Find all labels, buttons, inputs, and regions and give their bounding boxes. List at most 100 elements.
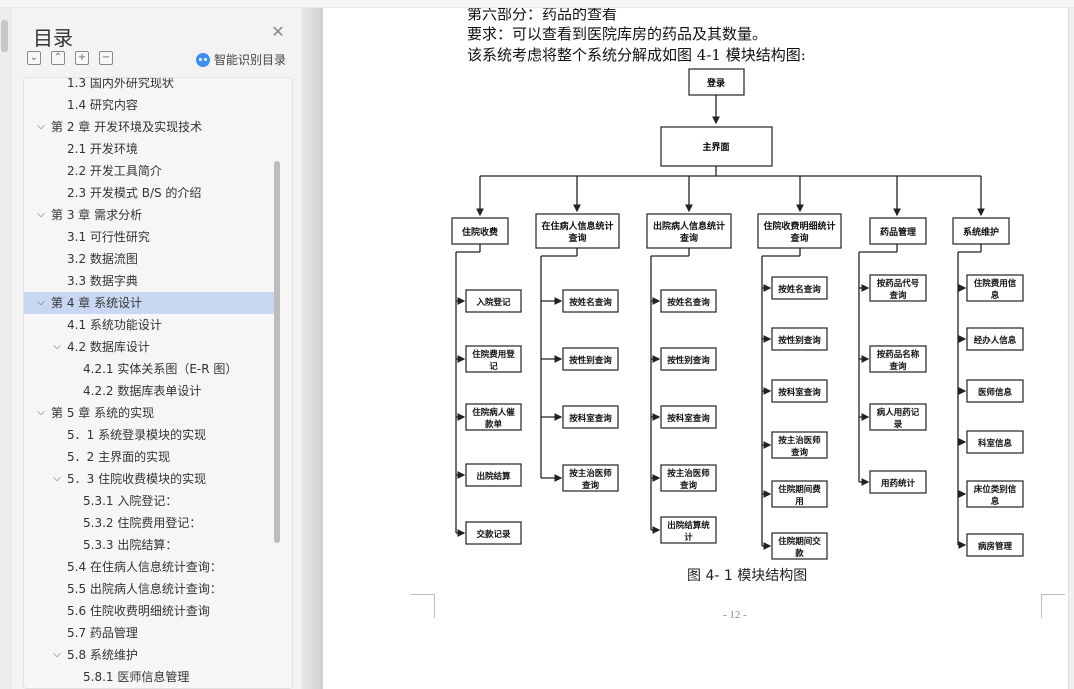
- submodule-box: [465, 289, 522, 313]
- module-structure-diagram: 登录主界面住院收费入院登记住院费用登记住院病人催款单出院结算交款记录在住病人信息…: [451, 68, 1024, 560]
- collapse-all-button[interactable]: ⌄: [27, 51, 41, 65]
- submodule-box: [660, 289, 717, 313]
- submodule-label: 按姓名查询: [569, 297, 612, 308]
- submodule-box: [771, 327, 828, 351]
- toc-item[interactable]: 2.2 开发工具简介: [24, 160, 274, 182]
- toc-item[interactable]: 3.2 数据流图: [24, 248, 274, 270]
- submodule-label: 用: [794, 497, 804, 507]
- toc-toolbar: ⌄ ⌃ +−: [27, 51, 113, 65]
- toc-item-label: 第 2 章 开发环境及实现技术: [51, 120, 203, 134]
- toc-item[interactable]: 2.3 开发模式 B/S 的介绍: [24, 182, 274, 204]
- toc-item[interactable]: ⌵第 5 章 系统的实现: [24, 402, 274, 424]
- toc-item[interactable]: 4.1 系统功能设计: [24, 314, 274, 336]
- toc-item[interactable]: 1.4 研究内容: [24, 94, 274, 116]
- submodule-label: 医师信息: [978, 387, 1013, 398]
- submodule-box: [465, 403, 522, 431]
- smart-recognize-toc-button[interactable]: 智能识别目录: [196, 51, 286, 68]
- submodule-label: 息: [991, 290, 1000, 301]
- submodule-box: [465, 521, 522, 545]
- submodule-label: 病人用药记: [877, 407, 920, 418]
- module-1-box: [535, 213, 620, 249]
- toc-item[interactable]: 5.5 出院病人信息统计查询：: [24, 578, 274, 600]
- module-4-label: 药品管理: [880, 226, 916, 238]
- toc-item[interactable]: 5.3.1 入院登记：: [24, 490, 274, 512]
- toc-item[interactable]: 4.2.1 实体关系图（E-R 图）: [24, 358, 274, 380]
- page-number: - 12 -: [723, 609, 747, 621]
- left-scrollbar-thumb[interactable]: [1, 20, 8, 52]
- toc-item-label: 4.2.2 数据库表单设计: [83, 384, 202, 398]
- toc-item[interactable]: 5.8.1 医师信息管理: [24, 666, 274, 688]
- toc-item-label: 5．3 住院收费模块的实现: [67, 472, 207, 486]
- collapse-level-button[interactable]: −: [99, 51, 113, 65]
- toc-item-label: 3.3 数据字典: [67, 274, 138, 288]
- chevron-down-icon[interactable]: ⌵: [53, 473, 61, 484]
- smart-recognize-label: 智能识别目录: [214, 53, 287, 67]
- toc-item[interactable]: ⌵5.8 系统维护: [24, 644, 274, 666]
- toc-item[interactable]: 5．1 系统登录模块的实现: [24, 424, 274, 446]
- toc-item-label: 第 3 章 需求分析: [51, 208, 143, 222]
- submodule-label: 查询: [888, 361, 907, 372]
- chevron-down-icon[interactable]: ⌵: [37, 209, 45, 220]
- submodule-label: 按性别查询: [667, 355, 710, 366]
- toc-item-label: 5.4 在住病人信息统计查询：: [67, 560, 222, 574]
- left-scrollbar[interactable]: [0, 8, 12, 689]
- expand-level-button[interactable]: +: [75, 51, 89, 65]
- chevron-down-icon[interactable]: ⌵: [53, 649, 61, 660]
- module-0-label: 住院收费: [462, 226, 498, 238]
- toc-item-label: 2.1 开发环境: [67, 142, 138, 156]
- submodule-box: [562, 464, 619, 492]
- submodule-label: 查询: [888, 290, 907, 301]
- right-scrollbar[interactable]: [1068, 8, 1074, 689]
- chevron-down-icon[interactable]: ⌵: [53, 341, 61, 352]
- toc-item[interactable]: 5.6 住院收费明细统计查询: [24, 600, 274, 622]
- submodule-label: 住院病人催: [472, 407, 515, 418]
- module-3-label: 查询: [789, 232, 808, 244]
- close-icon[interactable]: ✕: [271, 22, 285, 41]
- toc-item[interactable]: ⌵ 第 3 章 需求分析: [24, 204, 274, 226]
- toc-item[interactable]: 2.1 开发环境: [24, 138, 274, 160]
- submodule-label: 查询: [581, 480, 600, 491]
- toc-item-label: 2.3 开发模式 B/S 的介绍: [67, 186, 202, 200]
- figure-caption: 图 4- 1 模块结构图: [687, 568, 808, 584]
- main-node-label: 主界面: [702, 141, 729, 153]
- page-corner-mark: [411, 594, 435, 618]
- toc-item[interactable]: ⌵4.2 数据库设计: [24, 336, 274, 358]
- toc-item[interactable]: 5.3.2 住院费用登记：: [24, 512, 274, 534]
- toc-item[interactable]: ⌵ 5．3 住院收费模块的实现: [24, 468, 274, 490]
- submodule-label: 病房管理: [978, 541, 1013, 552]
- submodule-label: 按姓名查询: [778, 284, 821, 295]
- module-2-label: 查询: [679, 232, 698, 244]
- submodule-box: [966, 274, 1024, 302]
- toc-item-label: 1.4 研究内容: [67, 98, 138, 112]
- submodule-box: [966, 379, 1024, 403]
- toc-scrollbar-thumb[interactable]: [274, 161, 280, 543]
- toc-item[interactable]: ⌵ 第 4 章 系统设计: [24, 292, 274, 314]
- submodule-label: 住院费用登: [472, 349, 515, 360]
- toc-item[interactable]: 1.3 国内外研究现状: [24, 78, 274, 94]
- toc-item[interactable]: 3.3 数据字典: [24, 270, 274, 292]
- toc-item-label: 5.8.1 医师信息管理: [83, 670, 190, 684]
- toc-item-label: 第 4 章 系统设计: [51, 296, 143, 310]
- chevron-down-icon[interactable]: ⌵: [37, 407, 45, 418]
- toc-item[interactable]: 5.3.3 出院结算：: [24, 534, 274, 556]
- submodule-label: 住院期间交: [778, 536, 821, 547]
- toc-item[interactable]: 3.1 可行性研究: [24, 226, 274, 248]
- toc-item[interactable]: 4.2.2 数据库表单设计: [24, 380, 274, 402]
- toc-item[interactable]: 5.4 在住病人信息统计查询：: [24, 556, 274, 578]
- chevron-down-icon[interactable]: ⌵: [37, 297, 45, 308]
- module-1-label: 查询: [567, 232, 586, 244]
- top-toolbar-strip: [0, 0, 1074, 8]
- submodule-box: [966, 327, 1024, 351]
- doc-text-line: 要求：可以查看到医院库房的药品及其数量。: [467, 25, 768, 43]
- submodule-label: 按科室查询: [667, 413, 710, 424]
- toc-item[interactable]: ⌵ 第 2 章 开发环境及实现技术: [24, 116, 274, 138]
- toc-item-label: 3.1 可行性研究: [67, 230, 150, 244]
- toc-item[interactable]: 5.7 药品管理: [24, 622, 274, 644]
- expand-up-button[interactable]: ⌃: [51, 51, 65, 65]
- login-node-label: 登录: [706, 77, 725, 89]
- chevron-down-icon[interactable]: ⌵: [37, 121, 45, 132]
- submodule-label: 录: [894, 420, 903, 430]
- toc-item[interactable]: 5．2 主界面的实现: [24, 446, 274, 468]
- toc-item-label: 5.3.2 住院费用登记：: [83, 516, 202, 530]
- submodule-label: 记: [489, 361, 498, 372]
